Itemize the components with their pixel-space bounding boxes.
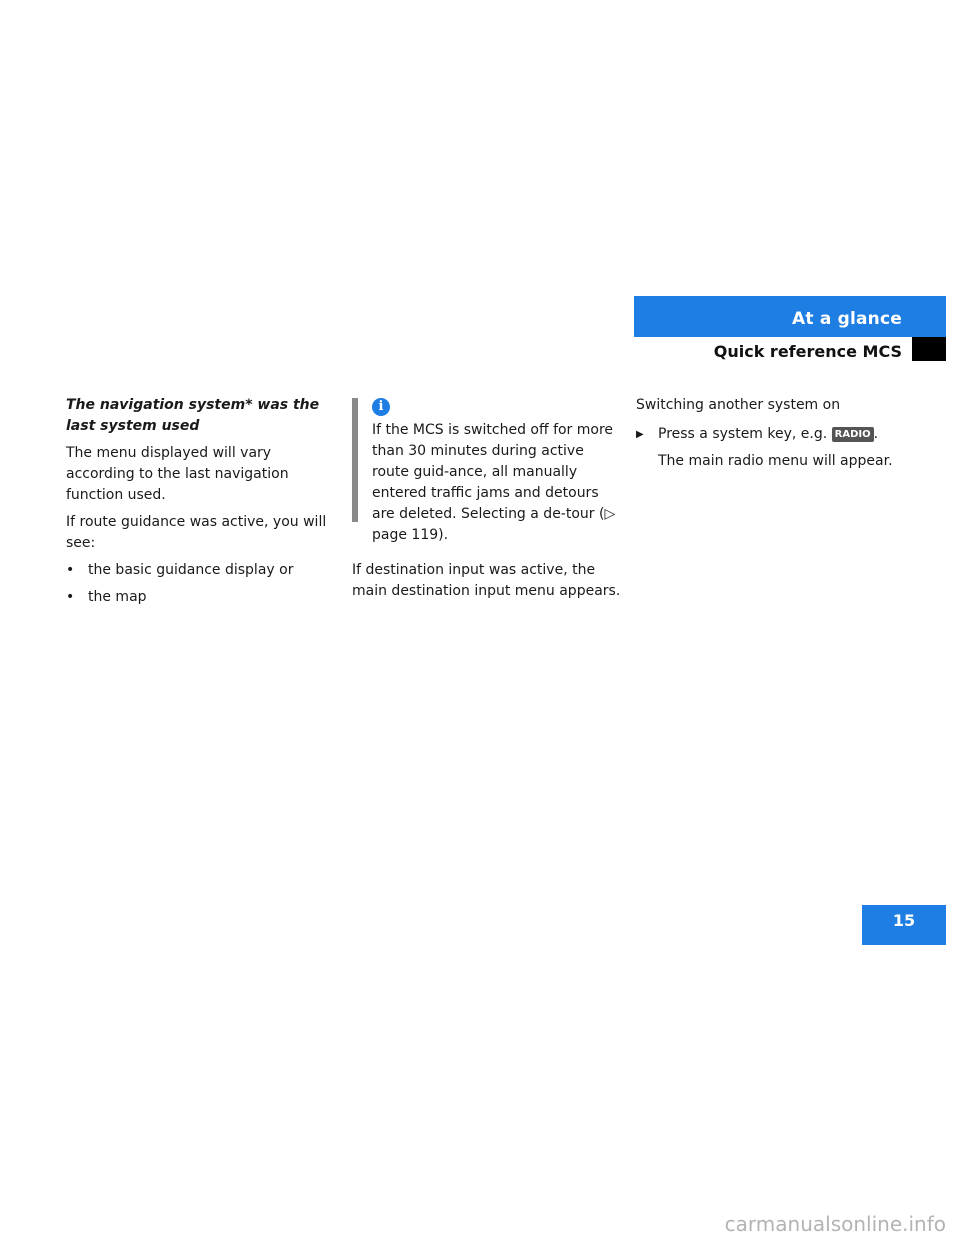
column-right: Switching another system on ▶ Press a sy…	[636, 395, 908, 472]
step-text: Press a system key, e.g. RADIO.	[658, 424, 878, 445]
subsection-title: Quick reference MCS	[713, 342, 902, 361]
bullet-icon: •	[66, 562, 75, 578]
page-number: 15	[892, 911, 916, 930]
switching-heading: Switching another system on	[636, 397, 841, 413]
column-left: The navigation system* was the last syst…	[66, 395, 338, 614]
list-item: • the map	[66, 587, 338, 608]
page-number-box: 15	[862, 905, 946, 945]
header-tab-marker	[912, 337, 946, 361]
step-suffix: .	[873, 426, 879, 442]
info-note: i If the MCS is switched off for more th…	[352, 398, 624, 546]
note-text: If the MCS is switched off for more than…	[372, 422, 616, 543]
bullet-icon: •	[66, 589, 75, 605]
info-icon: i	[372, 398, 390, 416]
watermark: carmanualsonline.info	[724, 1212, 946, 1236]
nav-system-heading: The navigation system* was the last syst…	[66, 397, 320, 434]
destination-input-paragraph: If destination input was active, the mai…	[352, 562, 621, 599]
list-item: • the basic guidance display or	[66, 560, 338, 581]
instruction-step: ▶ Press a system key, e.g. RADIO.	[636, 424, 908, 445]
radio-key-label: RADIO	[831, 427, 874, 442]
step-result: The main radio menu will appear.	[658, 453, 893, 469]
route-guidance-paragraph: If route guidance was active, you will s…	[66, 514, 327, 551]
list-item-text: the map	[88, 589, 147, 605]
step-arrow-icon: ▶	[636, 429, 644, 440]
section-title: At a glance	[792, 309, 902, 329]
menu-varies-paragraph: The menu displayed will vary according t…	[66, 445, 289, 503]
list-item-text: the basic guidance display or	[88, 562, 294, 578]
section-header-band: At a glance	[634, 296, 946, 337]
step-prefix: Press a system key, e.g.	[658, 426, 828, 442]
column-middle: i If the MCS is switched off for more th…	[352, 398, 624, 602]
note-bar	[352, 398, 358, 522]
